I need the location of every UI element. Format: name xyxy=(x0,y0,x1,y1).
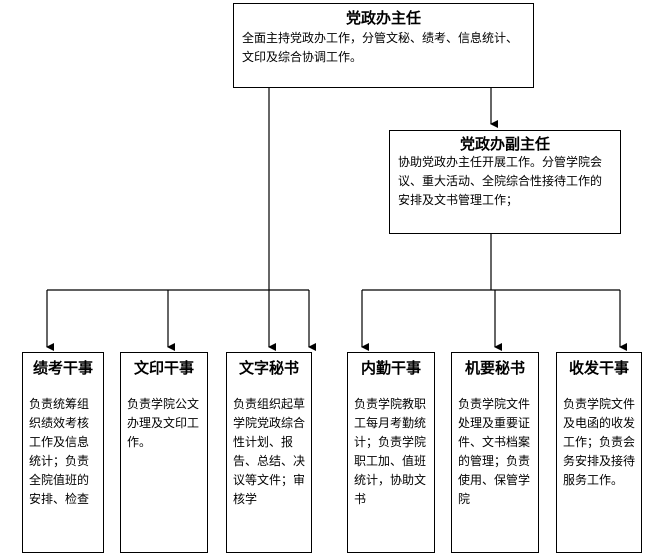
director-desc: 全面主持党政办工作，分管文秘、绩考、信息统计、文印及综合协调工作。 xyxy=(242,31,519,64)
director-box: 党政办主任 全面主持党政办工作，分管文秘、绩考、信息统计、文印及综合协调工作。 xyxy=(233,3,534,88)
staff-box-internal-affairs: 内勤干事 负责学院教职工每月考勤统计；负责学院职工加、值班统计，协助文书 xyxy=(347,352,435,553)
staff-title: 收发干事 xyxy=(568,359,629,377)
staff-box-writing-secretary: 文字秘书 负责组织起草学院党政综合性计划、报告、总结、决议等文件；审核学 xyxy=(226,352,312,553)
staff-box-mail-clerk: 收发干事 负责学院文件及电函的收发工作；负责会务安排及接待服务工作。 xyxy=(556,352,642,553)
staff-title: 文字秘书 xyxy=(238,359,299,377)
staff-title: 绩考干事 xyxy=(32,359,93,377)
deputy-desc: 协助党政办主任开展工作。分管学院会议、重大活动、全院综合性接待工作的安排及文书管… xyxy=(398,155,603,207)
staff-desc: 负责学院文件处理及重要证件、文书档案的管理；负责使用、保管学院 xyxy=(458,397,531,506)
deputy-box: 党政办副主任 协助党政办主任开展工作。分管学院会议、重大活动、全院综合性接待工作… xyxy=(389,130,621,234)
staff-desc: 负责统筹组织绩效考核工作及信息统计；负责全院值班的安排、检查 xyxy=(29,397,90,506)
staff-desc: 负责学院教职工每月考勤统计；负责学院职工加、值班统计，协助文书 xyxy=(354,397,427,506)
staff-desc: 负责组织起草学院党政综合性计划、报告、总结、决议等文件；审核学 xyxy=(233,397,306,506)
staff-box-printing: 文印干事 负责学院公文办理及文印工作。 xyxy=(120,352,208,553)
staff-box-confidential-secretary: 机要秘书 负责学院文件处理及重要证件、文书档案的管理；负责使用、保管学院 xyxy=(451,352,539,553)
staff-desc: 负责学院公文办理及文印工作。 xyxy=(127,397,200,449)
deputy-title: 党政办副主任 xyxy=(459,135,550,153)
staff-title: 文印干事 xyxy=(133,359,194,377)
director-title: 党政办主任 xyxy=(345,9,421,27)
staff-title: 机要秘书 xyxy=(464,359,525,377)
staff-desc: 负责学院文件及电函的收发工作；负责会务安排及接待服务工作。 xyxy=(563,397,636,487)
staff-title: 内勤干事 xyxy=(360,359,421,377)
staff-box-performance: 绩考干事 负责统筹组织绩效考核工作及信息统计；负责全院值班的安排、检查 xyxy=(22,352,104,553)
